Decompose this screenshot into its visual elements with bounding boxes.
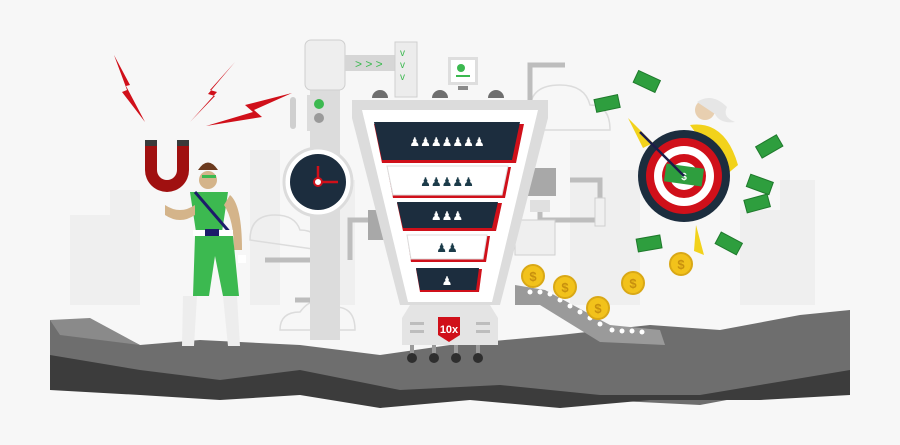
funnel-machine: ♟♟♟♟♟♟♟ ♟♟♟♟♟ ♟♟♟ ♟♟ ♟ 10x [352,90,548,363]
svg-text:v: v [400,60,405,71]
funnel-tier-5: ♟ [416,268,482,292]
hero-with-magnet [114,55,292,346]
svg-text:v: v [400,72,405,83]
traffic-light-icon [290,95,331,131]
dollar-bill-icon [593,69,784,256]
svg-text:10x: 10x [440,324,459,336]
funnel-tier-1: ♟♟♟♟♟♟♟ [374,122,524,163]
heroine-with-target: $ [628,98,738,255]
funnel-tier-4: ♟♟ [406,234,490,262]
dollar-coin-icon: $ $ $ $ $ [521,252,693,320]
svg-text:> > >: > > > [355,57,383,71]
svg-text:$: $ [594,301,602,316]
svg-text:♟♟♟♟♟: ♟♟♟♟♟ [420,175,474,189]
svg-text:$: $ [677,257,685,272]
10x-badge: 10x [438,317,460,342]
arrow-chevrons-icon: v v v [394,41,418,98]
machine-wheels [407,345,483,363]
svg-text:$: $ [561,280,569,295]
svg-text:v: v [400,48,405,59]
svg-text:♟♟♟♟♟♟♟: ♟♟♟♟♟♟♟ [409,135,484,149]
svg-text:♟♟♟: ♟♟♟ [431,209,463,223]
funnel-tier-3: ♟♟♟ [397,202,502,231]
lightning-bolt-icon [114,55,292,126]
clock-icon [282,146,354,218]
svg-text:$: $ [681,172,687,183]
svg-text:$: $ [529,269,537,284]
svg-text:♟: ♟ [442,274,453,288]
monitor-chart-icon [448,57,478,90]
svg-text:♟♟: ♟♟ [436,241,458,255]
svg-text:$: $ [629,276,637,291]
funnel-tier-2: ♟♟♟♟♟ [386,165,511,198]
